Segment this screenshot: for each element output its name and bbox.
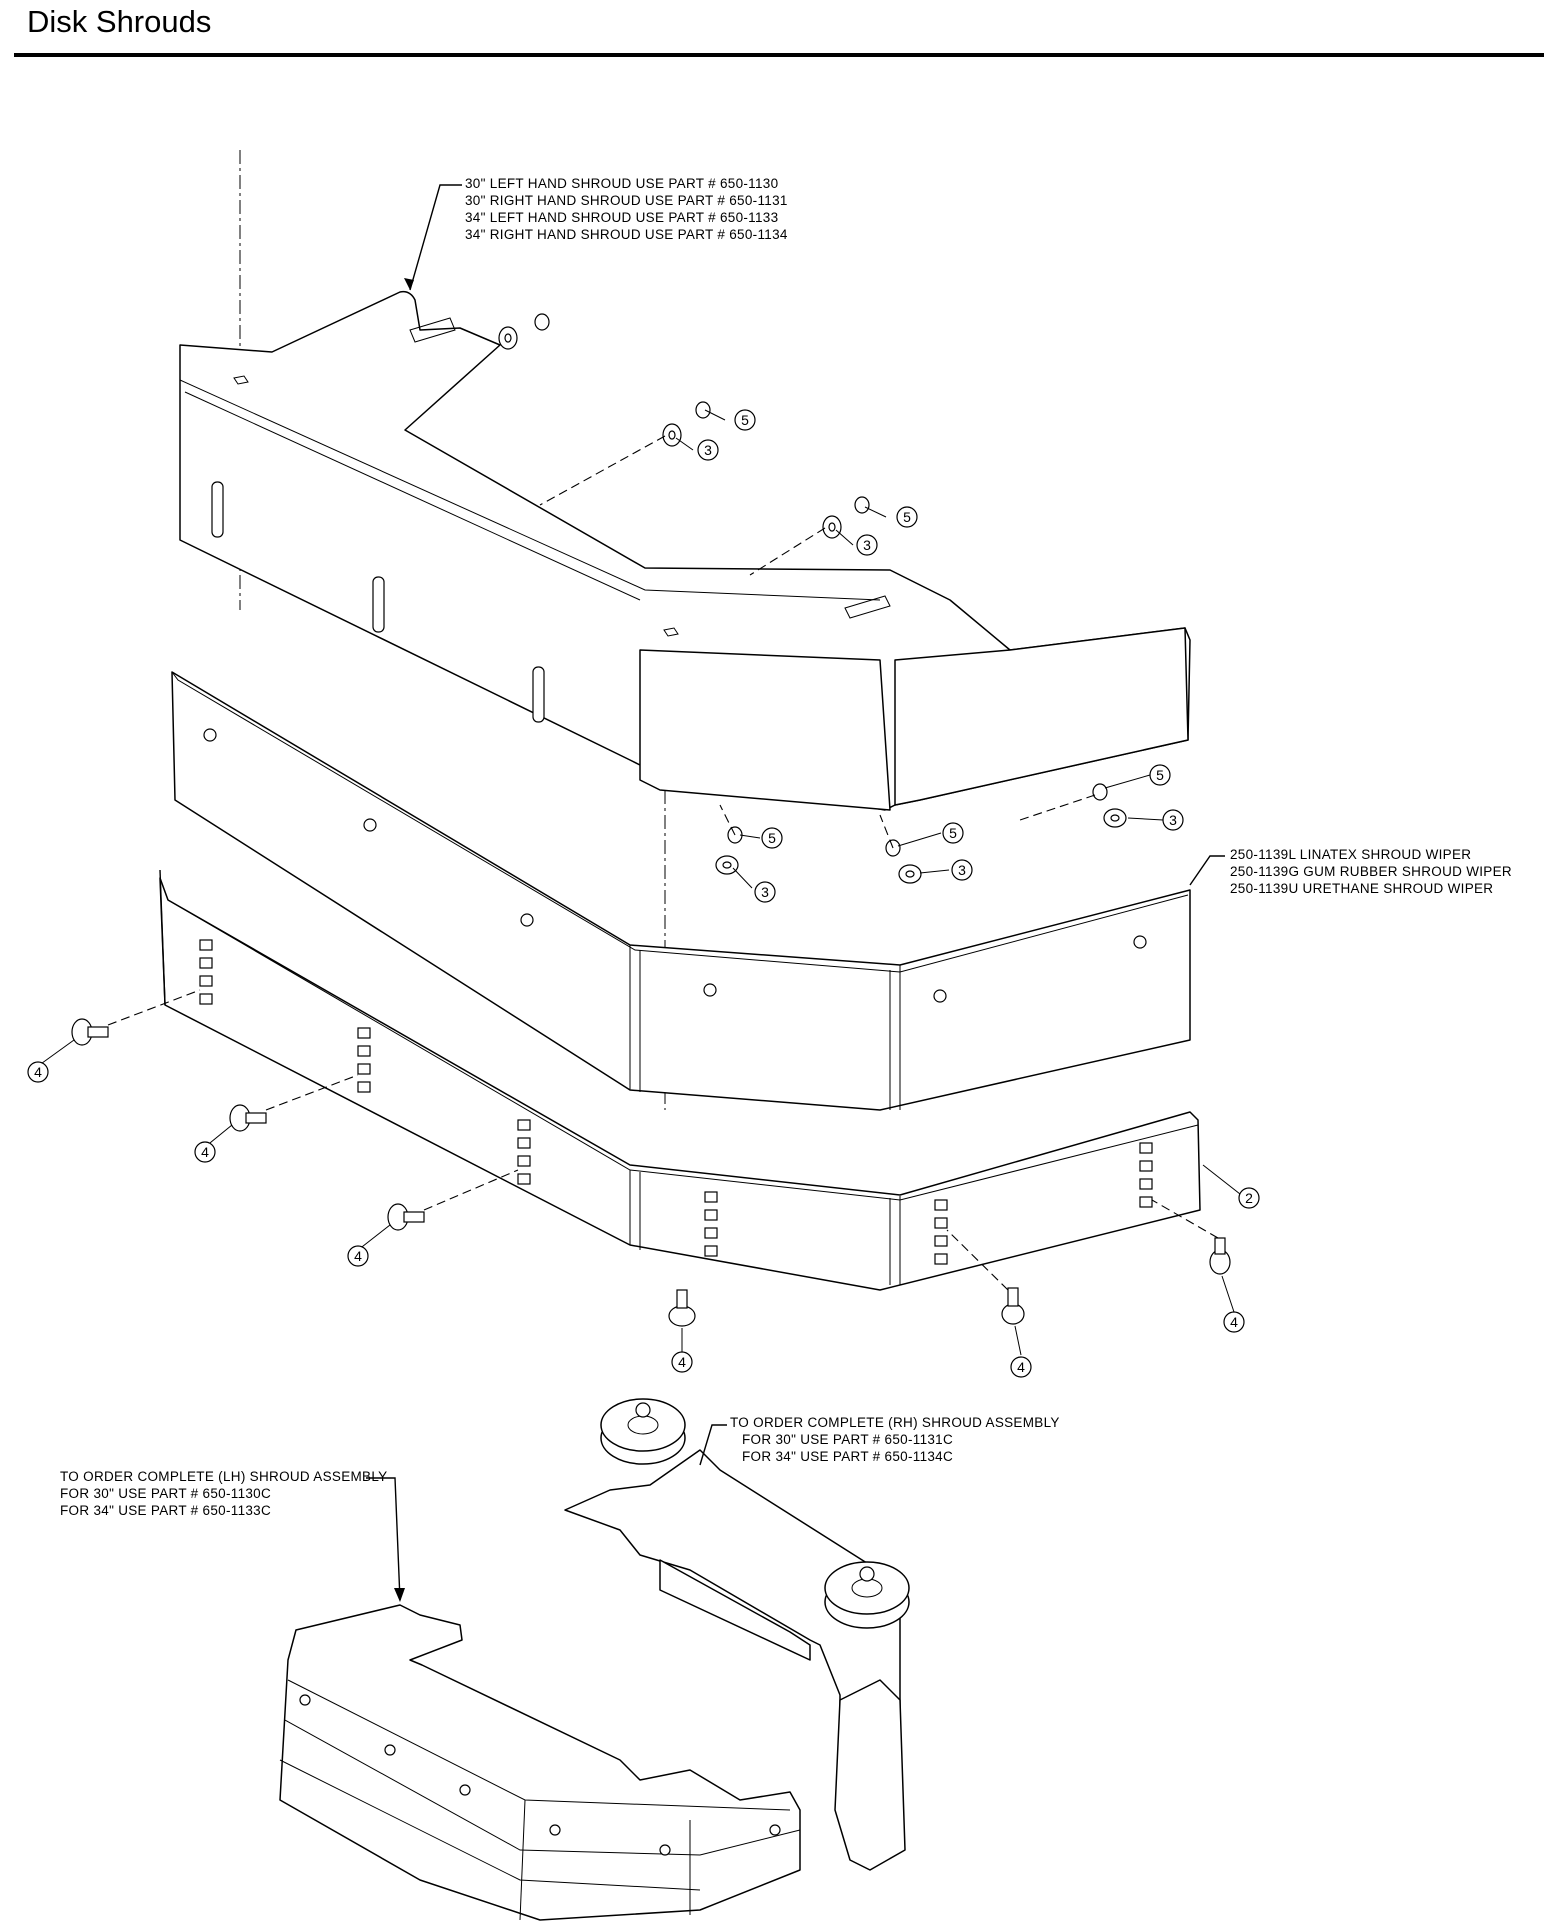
wiper-parts-note: 250-1139L LINATEX SHROUD WIPER 250-1139G… [1230, 847, 1512, 896]
note-line: 30" RIGHT HAND SHROUD USE PART # 650-113… [465, 193, 788, 208]
note-line: 250-1139L LINATEX SHROUD WIPER [1230, 847, 1471, 862]
lh-assembly-note: TO ORDER COMPLETE (LH) SHROUD ASSEMBLY F… [60, 1469, 387, 1518]
callout-bubble: 5 [942, 822, 964, 844]
callout-label: 4 [201, 1144, 209, 1160]
note-line: 30" LEFT HAND SHROUD USE PART # 650-1130 [465, 176, 778, 191]
rivet [668, 1289, 696, 1327]
callout-label: 5 [1156, 767, 1164, 783]
callout-bubble: 3 [856, 534, 878, 556]
note-line: 250-1139G GUM RUBBER SHROUD WIPER [1230, 864, 1512, 879]
callout-bubble: 4 [347, 1245, 369, 1267]
rivet [1209, 1237, 1231, 1275]
rivet [387, 1203, 425, 1231]
callout-bubble: 3 [951, 859, 973, 881]
rivet [1001, 1287, 1025, 1325]
callout-label: 5 [949, 825, 957, 841]
callout-label: 4 [1230, 1314, 1238, 1330]
rivet [71, 1018, 109, 1046]
note-line: TO ORDER COMPLETE (RH) SHROUD ASSEMBLY [730, 1415, 1060, 1430]
shroud-parts-note: 30" LEFT HAND SHROUD USE PART # 650-1130… [465, 176, 788, 242]
note-line: FOR 30" USE PART # 650-1131C [742, 1432, 953, 1447]
callout-bubble: 4 [671, 1351, 693, 1373]
callout-label: 4 [1017, 1359, 1025, 1375]
note-line: FOR 30" USE PART # 650-1130C [60, 1486, 271, 1501]
rh-assembly [564, 1398, 910, 1871]
note-line: FOR 34" USE PART # 650-1133C [60, 1503, 271, 1518]
callout-bubble: 4 [1010, 1356, 1032, 1378]
note-line: 34" LEFT HAND SHROUD USE PART # 650-1133 [465, 210, 778, 225]
callout-label: 4 [354, 1248, 362, 1264]
note-line: TO ORDER COMPLETE (LH) SHROUD ASSEMBLY [60, 1469, 387, 1484]
callout-label: 5 [903, 509, 911, 525]
callout-bubble: 3 [754, 881, 776, 903]
callout-label: 3 [704, 442, 712, 458]
note-line: 250-1139U URETHANE SHROUD WIPER [1230, 881, 1493, 896]
callout-label: 4 [678, 1354, 686, 1370]
callout-bubble: 5 [1149, 764, 1171, 786]
callout-leaders [37, 409, 1241, 1356]
callout-bubble: 4 [194, 1141, 216, 1163]
lh-assembly [279, 1604, 801, 1921]
callout-bubble: 3 [1162, 809, 1184, 831]
callout-bubble: 5 [896, 506, 918, 528]
leaders [366, 184, 1225, 1602]
page-title: Disk Shrouds [27, 4, 212, 39]
callout-label: 3 [958, 862, 966, 878]
callout-label: 3 [863, 537, 871, 553]
callout-bubble: 4 [1223, 1311, 1245, 1333]
upper-shroud [179, 290, 1191, 811]
shroud-wiper [171, 671, 1191, 1111]
callout-bubble: 5 [734, 409, 756, 431]
callout-group: 5 3 5 3 5 3 5 3 5 3 2 4 4 4 4 4 4 [27, 409, 1260, 1378]
lower-shroud [159, 869, 1201, 1291]
callout-label: 5 [741, 412, 749, 428]
callout-label: 4 [34, 1064, 42, 1080]
callout-label: 3 [1169, 812, 1177, 828]
callout-bubble: 2 [1238, 1187, 1260, 1209]
callout-bubble: 5 [761, 827, 783, 849]
rh-assembly-note: TO ORDER COMPLETE (RH) SHROUD ASSEMBLY F… [730, 1415, 1060, 1464]
note-line: FOR 34" USE PART # 650-1134C [742, 1449, 953, 1464]
callout-bubble: 3 [697, 439, 719, 461]
title-divider [14, 53, 1544, 57]
callout-label: 3 [761, 884, 769, 900]
note-line: 34" RIGHT HAND SHROUD USE PART # 650-113… [465, 227, 788, 242]
callout-bubble: 4 [27, 1061, 49, 1083]
callout-label: 2 [1245, 1190, 1253, 1206]
callout-label: 5 [768, 830, 776, 846]
hardware [71, 313, 1231, 1327]
rivet [229, 1104, 267, 1132]
